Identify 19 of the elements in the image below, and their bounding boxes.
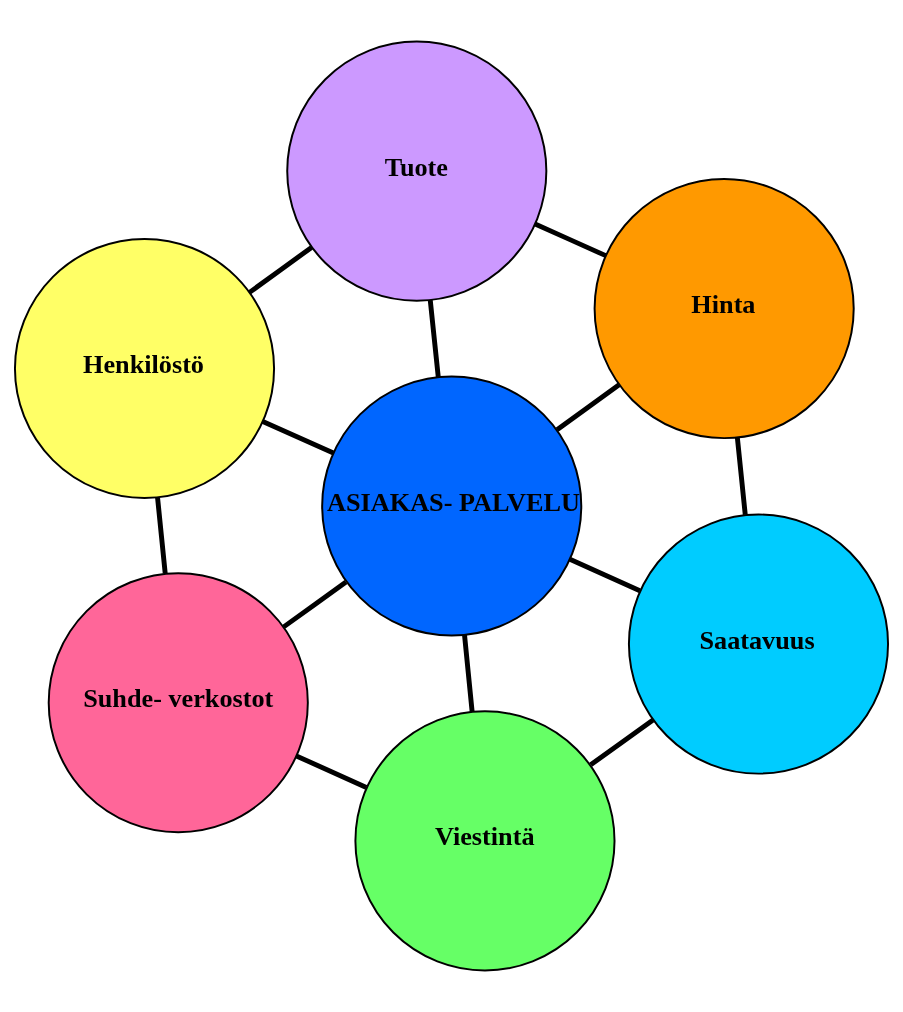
connector <box>155 497 168 574</box>
connector <box>555 382 621 432</box>
node-circle: Viestintä <box>354 710 616 972</box>
connector <box>248 245 313 295</box>
connector <box>462 634 475 712</box>
connector <box>295 753 368 790</box>
node-circle: Saatavuus <box>627 513 890 775</box>
connector <box>589 717 655 767</box>
connector <box>568 556 641 593</box>
node-circle: ASIAKAS- PALVELU <box>321 375 583 637</box>
connector <box>427 299 441 378</box>
connector <box>734 437 748 516</box>
node-circle: Henkilöstö <box>13 237 276 500</box>
connector <box>534 221 607 258</box>
node-circle: Tuote <box>286 40 548 302</box>
node-circle: Suhde- verkostot <box>47 572 309 834</box>
connector <box>282 580 348 629</box>
node-circle: Hinta <box>593 178 855 440</box>
connector <box>261 419 335 456</box>
